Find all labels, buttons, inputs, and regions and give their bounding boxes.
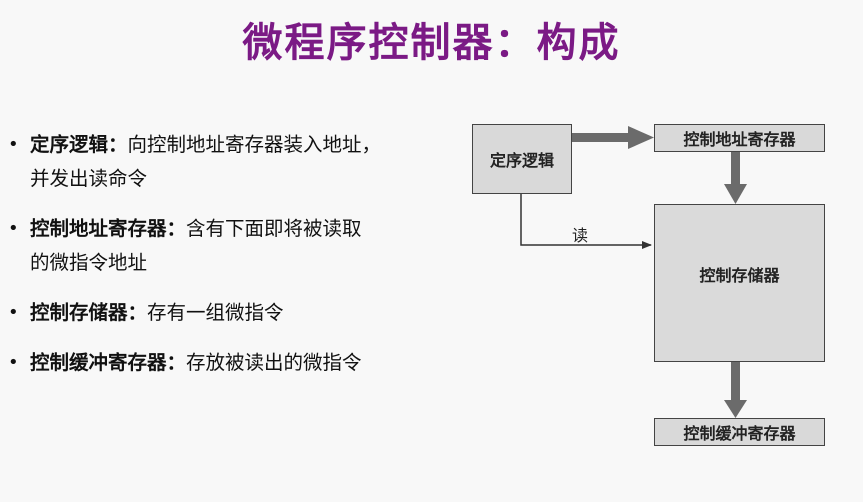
arrow-read-command <box>520 194 652 249</box>
arrow-memory-to-buffer-register <box>724 362 747 418</box>
bullet-term: 定序逻辑： <box>30 133 128 156</box>
bullet-item-sequencing-logic: • 定序逻辑：向控制地址寄存器装入地址， 并发出读命令 <box>8 128 448 196</box>
control-memory-box: 控制存储器 <box>654 204 825 362</box>
bullet-dot-icon: • <box>8 352 19 373</box>
control-buffer-register-box: 控制缓冲寄存器 <box>654 418 825 446</box>
diagram-connectors <box>520 126 747 418</box>
bullet-dot-icon: • <box>8 302 19 323</box>
bullet-text: 存放被读出的微指令 <box>186 351 362 374</box>
bullet-term: 控制存储器： <box>30 301 148 324</box>
page-title: 微程序控制器：构成 <box>242 20 621 66</box>
bullet-text-continued: 并发出读命令 <box>30 167 148 190</box>
bullet-item-control-buffer-register: • 控制缓冲寄存器：存放被读出的微指令 <box>8 346 448 380</box>
bullet-text-continued: 的微指令地址 <box>30 251 148 274</box>
bullet-item-control-address-register: • 控制地址寄存器：含有下面即将被读取 的微指令地址 <box>8 212 448 280</box>
bullet-dot-icon: • <box>8 134 19 155</box>
control-address-register-label: 控制地址寄存器 <box>683 130 796 149</box>
control-address-register-box: 控制地址寄存器 <box>654 124 825 152</box>
bullet-text: 含有下面即将被读取 <box>186 217 362 240</box>
bullet-text: 向控制地址寄存器装入地址， <box>127 133 382 156</box>
sequencing-logic-box: 定序逻辑 <box>472 124 572 194</box>
arrow-logic-to-address-register <box>570 126 654 149</box>
bullet-text: 存有一组微指令 <box>147 301 284 324</box>
arrow-address-register-to-memory <box>724 152 747 204</box>
bullet-dot-icon: • <box>8 218 19 239</box>
bullet-term: 控制缓冲寄存器： <box>30 351 187 374</box>
sequencing-logic-label: 定序逻辑 <box>489 151 554 170</box>
bullet-item-control-memory: • 控制存储器：存有一组微指令 <box>8 296 448 330</box>
read-label: 读 <box>572 226 589 245</box>
control-memory-label: 控制存储器 <box>699 266 780 285</box>
microprogram-controller-diagram: 定序逻辑 控制地址寄存器 控制存储器 控制缓冲寄存器 读 <box>468 112 863 452</box>
bullet-term: 控制地址寄存器： <box>30 217 187 240</box>
control-buffer-register-label: 控制缓冲寄存器 <box>683 424 796 443</box>
